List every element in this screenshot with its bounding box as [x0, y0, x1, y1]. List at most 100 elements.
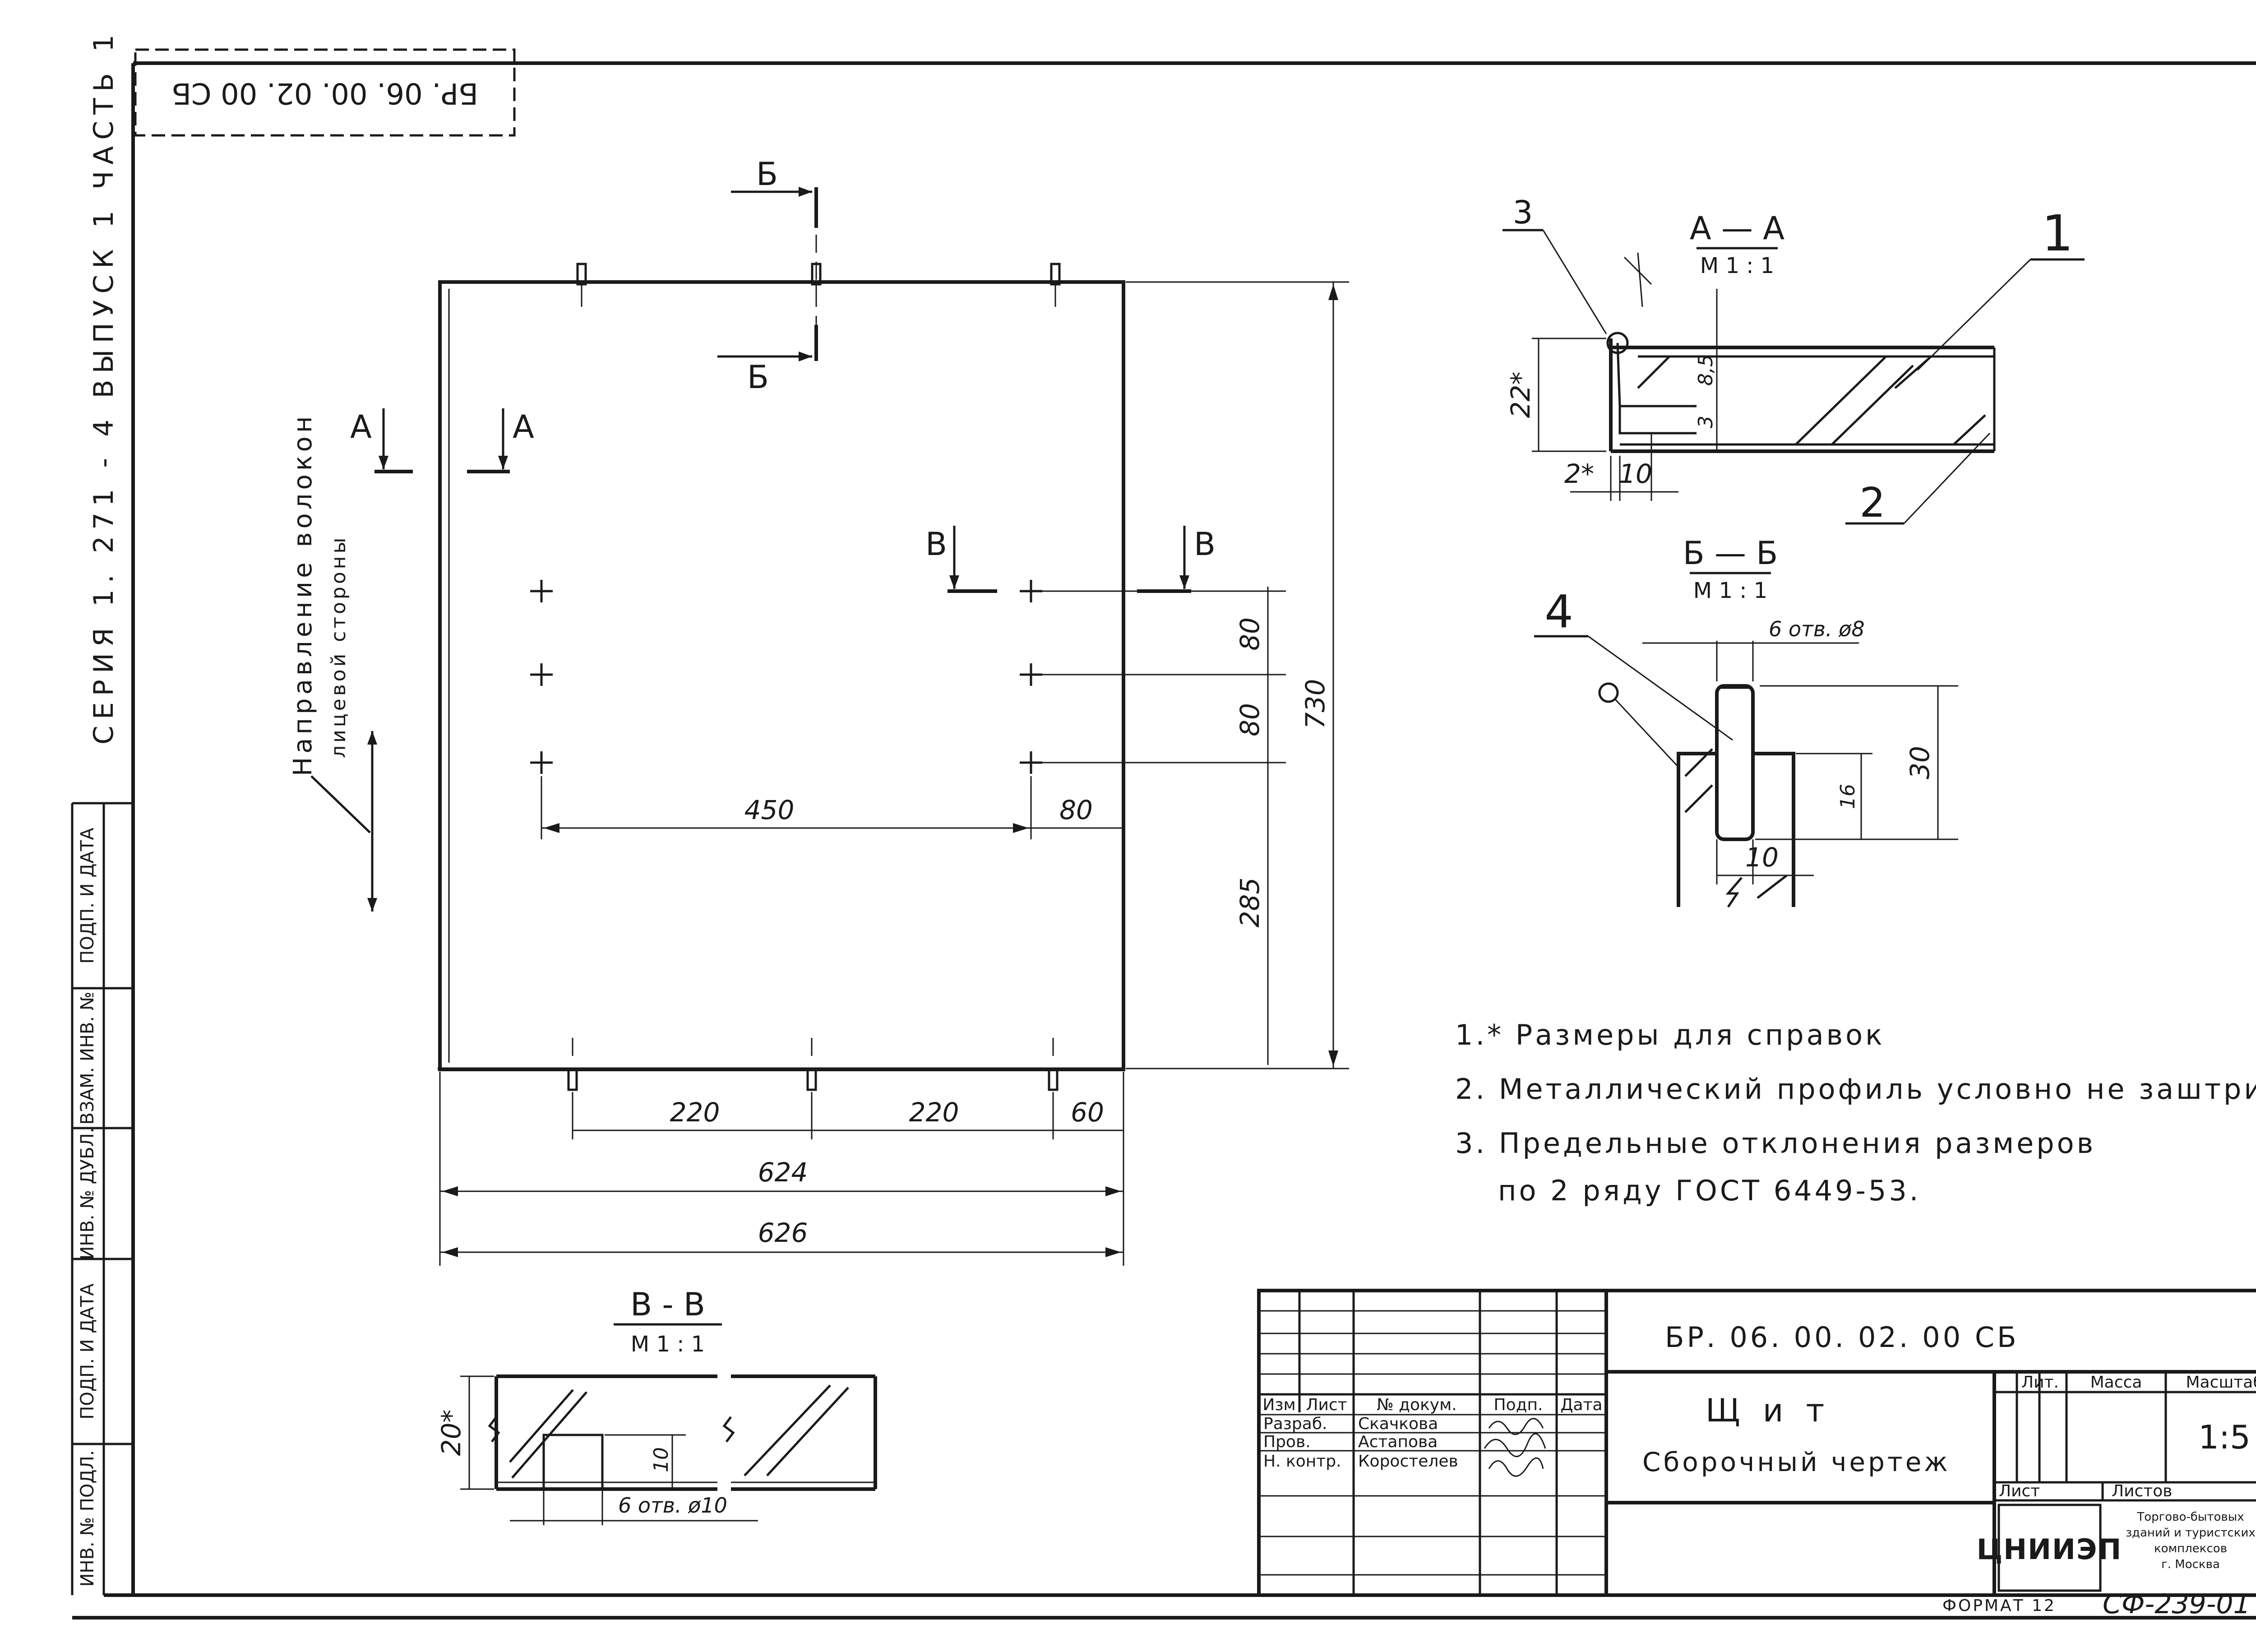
callout-3: 3 [1513, 194, 1533, 231]
tb-role-2: Пров. [1263, 1433, 1311, 1451]
section-a-label-right: А [513, 408, 534, 445]
sheet-frame [72, 61, 2256, 1620]
aa-dim-22: 22* [1505, 372, 1536, 418]
doc-code-stamp: БР. 06. 00. 02. 00 СБ [134, 48, 516, 137]
tb-name-2: Астапова [1358, 1433, 1438, 1451]
tb-lit-label: Лит. [2021, 1373, 2059, 1392]
screw-marks [530, 580, 1042, 774]
side-cell-4: ПОДП. И ДАТА [77, 1283, 98, 1420]
dim-730: 730 [1300, 679, 1331, 729]
footer-code: СФ-239-01 [2103, 1588, 2251, 1620]
tb-scale-value: 1:5 [2198, 1418, 2251, 1456]
grain-note-line1: Направление волокон [288, 413, 318, 776]
grain-note-line2: лицевой стороны [327, 535, 350, 758]
org-text-2: зданий и туристских [2126, 1526, 2256, 1540]
section-vv-title: В - В [630, 1286, 705, 1323]
note-3: 3. Предельные отклонения размеров [1455, 1127, 2096, 1160]
callout-2: 2 [1859, 479, 1885, 527]
dims-bottom-chain: 220 220 60 [572, 1092, 1123, 1139]
grain-direction-note: Направление волокон лицевой стороны [288, 413, 377, 912]
main-view: Б Б А А В В Направление волокон [288, 156, 1349, 1266]
section-aa-title: А — А [1690, 210, 1784, 247]
bb-dim-16: 16 [1836, 784, 1859, 809]
tb-name-line2: Сборочный чертеж [1642, 1447, 1951, 1477]
bottom-fasteners [567, 1038, 1059, 1091]
dim-220-b: 220 [909, 1097, 959, 1128]
dim-730-group: 730 [1126, 281, 1349, 1069]
tb-header-date: Дата [1560, 1396, 1602, 1414]
dim-80-a: 80 [1234, 617, 1265, 651]
title-block: Изм Лист № докум. Подп. Дата Разраб. Ска… [1257, 1289, 2256, 1597]
org-text-3: комплексов [2154, 1542, 2227, 1555]
tb-header-doc: № докум. [1377, 1396, 1456, 1414]
doc-code-stamp-text: БР. 06. 00. 02. 00 СБ [171, 76, 478, 110]
signature-3 [1488, 1457, 1544, 1477]
org-logo-box [1997, 1504, 2102, 1592]
dim-285: 285 [1234, 878, 1265, 928]
series-label: СЕРИЯ 1. 271 - 4 ВЫПУСК 1 ЧАСТЬ 1 [88, 28, 120, 745]
side-cell-2: ВЗАМ. ИНВ. № [77, 992, 98, 1125]
dim-624-group: 624 [439, 1072, 1124, 1266]
tb-header-izm: Изм [1262, 1396, 1295, 1414]
tb-header-sign: Подп. [1494, 1396, 1543, 1414]
side-cell-3: ИНВ. № ДУБЛ. [77, 1127, 98, 1259]
dims-horizontal-chain: 450 80 [541, 776, 1123, 839]
side-column: СЕРИЯ 1. 271 - 4 ВЫПУСК 1 ЧАСТЬ 1 ПОДП. … [71, 28, 133, 1595]
side-cell-5: ИНВ. № ПОДЛ. [77, 1450, 98, 1587]
section-a-label-left: А [350, 408, 372, 445]
tb-role-1: Разраб. [1263, 1415, 1327, 1433]
bb-dim-10: 10 [1745, 842, 1779, 873]
note-2: 2. Металлический профиль условно не зашт… [1455, 1073, 2256, 1106]
org-text-1: Торгово-бытовых [2136, 1510, 2244, 1524]
section-b-label-top: Б [756, 156, 778, 193]
org-text-4: г. Москва [2161, 1558, 2220, 1571]
top-fasteners [576, 263, 1061, 307]
section-bb-scale: М 1 : 1 [1693, 578, 1767, 603]
tb-header-list: Лист [1306, 1396, 1347, 1414]
section-aa-scale: М 1 : 1 [1700, 253, 1774, 278]
vv-dim-10: 10 [650, 1447, 673, 1472]
footer: ФОРМАТ 12 СФ-239-01 [1942, 1588, 2251, 1620]
dim-220-a: 220 [670, 1097, 720, 1128]
org-logo: ЦНИИЭП [1977, 1533, 2122, 1566]
tb-designation: БР. 06. 00. 02. 00 СБ [1665, 1321, 2019, 1354]
notes-block: 1.* Размеры для справок 2. Металлический… [1455, 1018, 2256, 1207]
section-b-marker: Б Б [717, 156, 818, 396]
tb-mass-label: Масса [2090, 1373, 2142, 1392]
aa-dim-2: 2* [1564, 458, 1594, 489]
tb-sheet-label: Лист [1999, 1482, 2040, 1500]
format-label: ФОРМАТ 12 [1942, 1596, 2056, 1615]
tb-scale-label: Масштаб [2186, 1373, 2256, 1392]
tb-name-3: Коростелев [1358, 1452, 1458, 1471]
vv-holes: 6 отв. ø10 [618, 1493, 727, 1518]
tb-name-1: Скачкова [1358, 1415, 1438, 1433]
note-4: по 2 ряду ГОСТ 6449-53. [1498, 1174, 1921, 1207]
signature-1 [1488, 1418, 1544, 1435]
section-v-label-left: В [925, 526, 947, 563]
section-a-marker: А А [350, 408, 534, 473]
section-v-marker: В В [925, 526, 1216, 593]
aa-dim-10: 10 [1619, 458, 1652, 489]
tb-role-3: Н. контр. [1263, 1452, 1341, 1471]
dim-624: 624 [758, 1157, 808, 1188]
dim-80-b: 80 [1234, 703, 1265, 736]
callout-1: 1 [2042, 204, 2073, 262]
dim-60: 60 [1071, 1097, 1104, 1128]
section-bb: Б — Б М 1 : 1 4 6 отв. ø8 30 16 1 [1534, 535, 1958, 908]
callout-4: 4 [1544, 585, 1573, 638]
bb-dim-30: 30 [1905, 746, 1935, 779]
aa-dim-85: 8,5 [1694, 354, 1717, 386]
dims-right-chain: 80 80 285 [1033, 587, 1286, 1065]
vv-dim-20: 20* [436, 1410, 467, 1456]
side-cell-1: ПОДП. И ДАТА [77, 828, 98, 964]
section-vv: В - В М 1 : 1 20* 10 6 отв. ø10 [436, 1286, 877, 1525]
aa-dim-3: 3 [1694, 416, 1717, 428]
tb-name-line1: Щ и т [1706, 1392, 1831, 1429]
section-aa: А — А М 1 : 1 3 1 2 22* [1502, 194, 2085, 527]
section-b-label-bottom: Б [747, 359, 769, 396]
section-bb-title: Б — Б [1683, 535, 1778, 572]
note-1: 1.* Размеры для справок [1455, 1018, 1885, 1051]
signature-2 [1484, 1433, 1546, 1458]
dim-626-group: 626 [440, 1217, 1123, 1257]
